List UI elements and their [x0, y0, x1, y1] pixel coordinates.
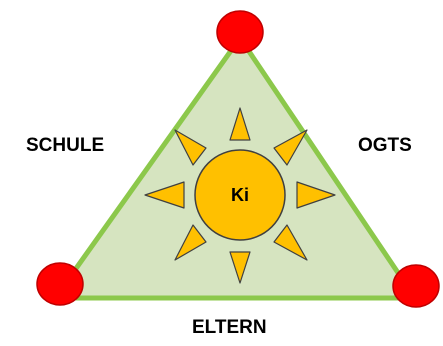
sun-rays — [144, 107, 336, 284]
sun-ray-upper-left — [174, 129, 207, 166]
corner-node-top — [216, 10, 264, 54]
sun-ray-left — [144, 181, 185, 209]
label-eltern: ELTERN — [192, 317, 267, 338]
sun-ray-right — [296, 181, 336, 209]
center-label: Ki — [231, 185, 249, 205]
label-schule: SCHULE — [26, 135, 105, 156]
sun-ray-upper-right — [273, 129, 308, 166]
sun-ray-lower-left — [174, 224, 207, 261]
label-ogts: OGTS — [358, 135, 412, 156]
sun-ray-bottom — [229, 251, 251, 284]
corner-node-bottom-left — [36, 262, 84, 306]
sun-center — [194, 149, 286, 241]
sun-ray-lower-right — [273, 224, 308, 261]
sun-ray-top — [229, 107, 251, 141]
corner-node-bottom-right — [392, 264, 440, 308]
